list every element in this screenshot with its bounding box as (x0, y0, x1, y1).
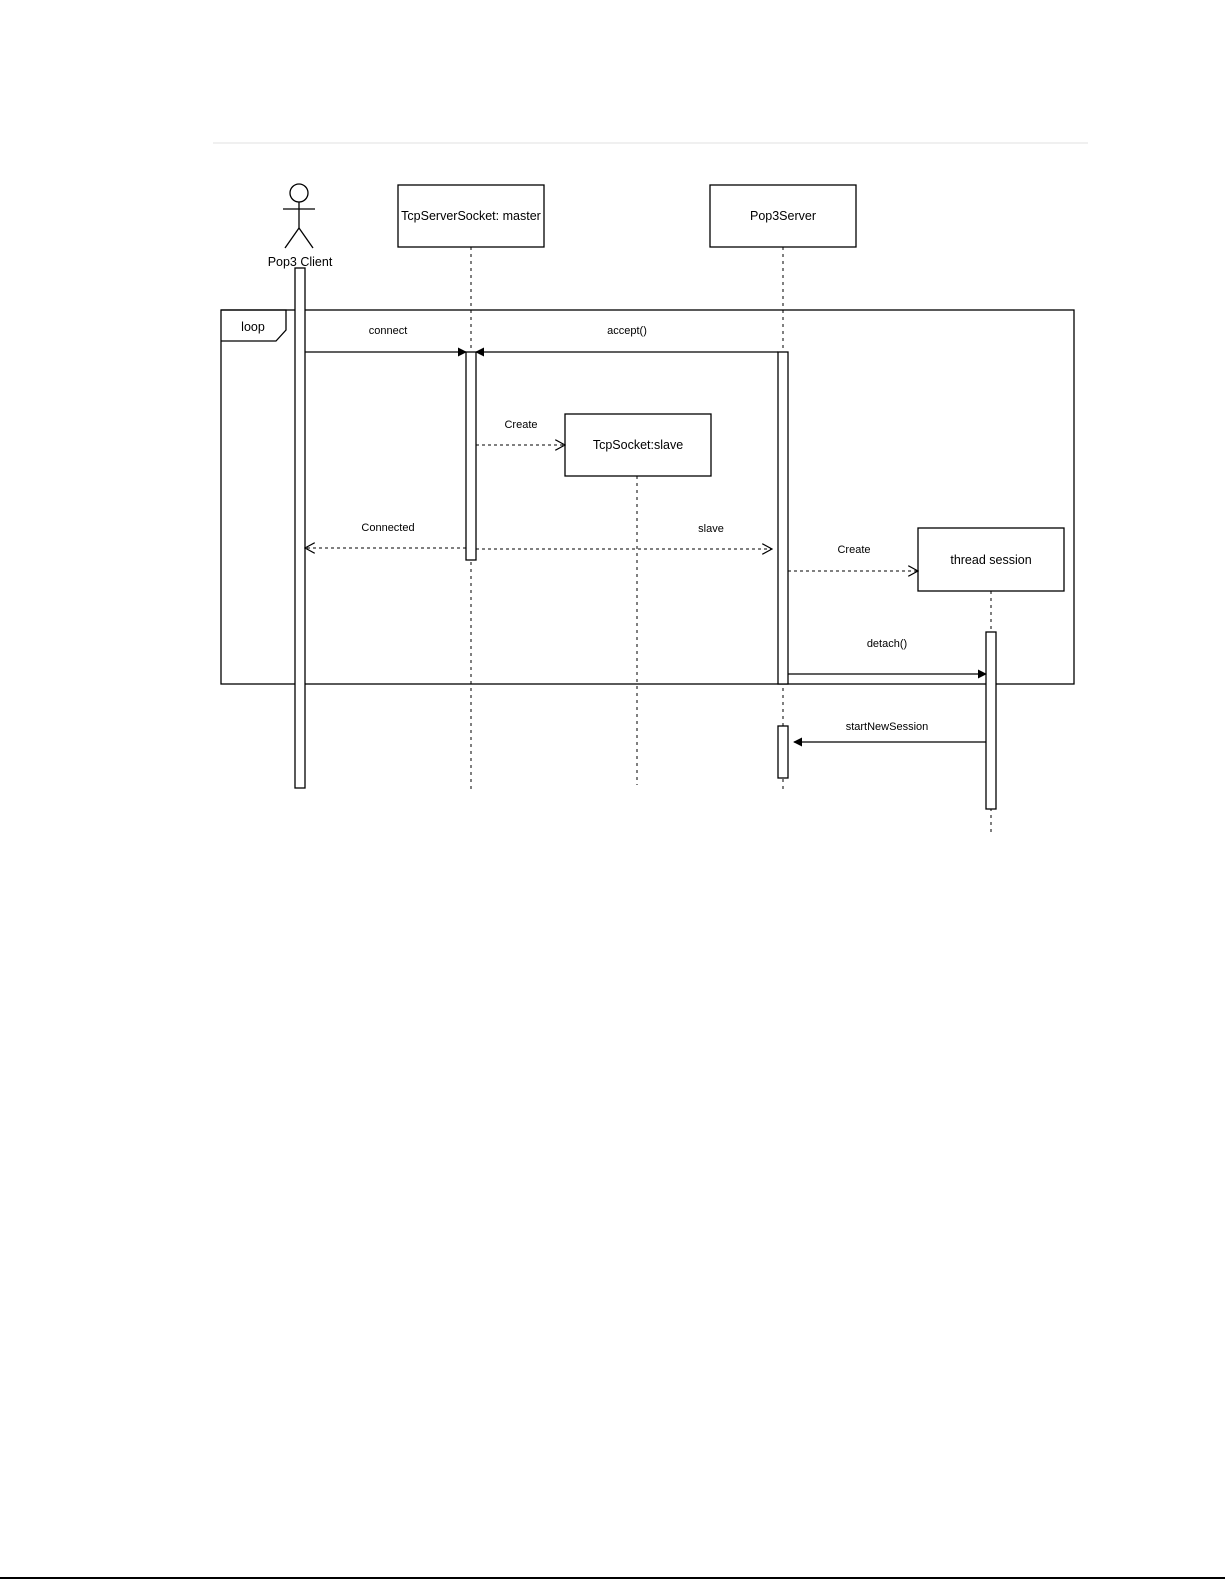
activation-client (295, 268, 305, 788)
message-slave-label: slave (698, 523, 724, 535)
participant-label-server: Pop3Server (750, 209, 816, 223)
participant-label-session: thread session (950, 553, 1031, 567)
participant-label-master: TcpServerSocket: master (401, 209, 541, 223)
participant-label-slave: TcpSocket:slave (593, 438, 683, 452)
actor-pop3-client (283, 184, 315, 248)
message-connected-label: Connected (361, 522, 414, 534)
message-detach-label: detach() (867, 638, 907, 650)
page-bottom-border (0, 1577, 1225, 1579)
message-create-slave-label: Create (504, 419, 537, 431)
message-connect-label: connect (369, 325, 408, 337)
message-start-new-session-label: startNewSession (846, 721, 929, 733)
message-accept-label: accept() (607, 325, 647, 337)
loop-fragment-label: loop (241, 320, 265, 334)
activation-master (466, 352, 476, 560)
message-create-session-label: Create (837, 544, 870, 556)
actor-head-icon (290, 184, 308, 202)
activation-server-2 (778, 726, 788, 778)
loop-fragment (221, 310, 1074, 684)
activation-session (986, 632, 996, 809)
actor-label: Pop3 Client (268, 255, 333, 269)
activation-server (778, 352, 788, 684)
